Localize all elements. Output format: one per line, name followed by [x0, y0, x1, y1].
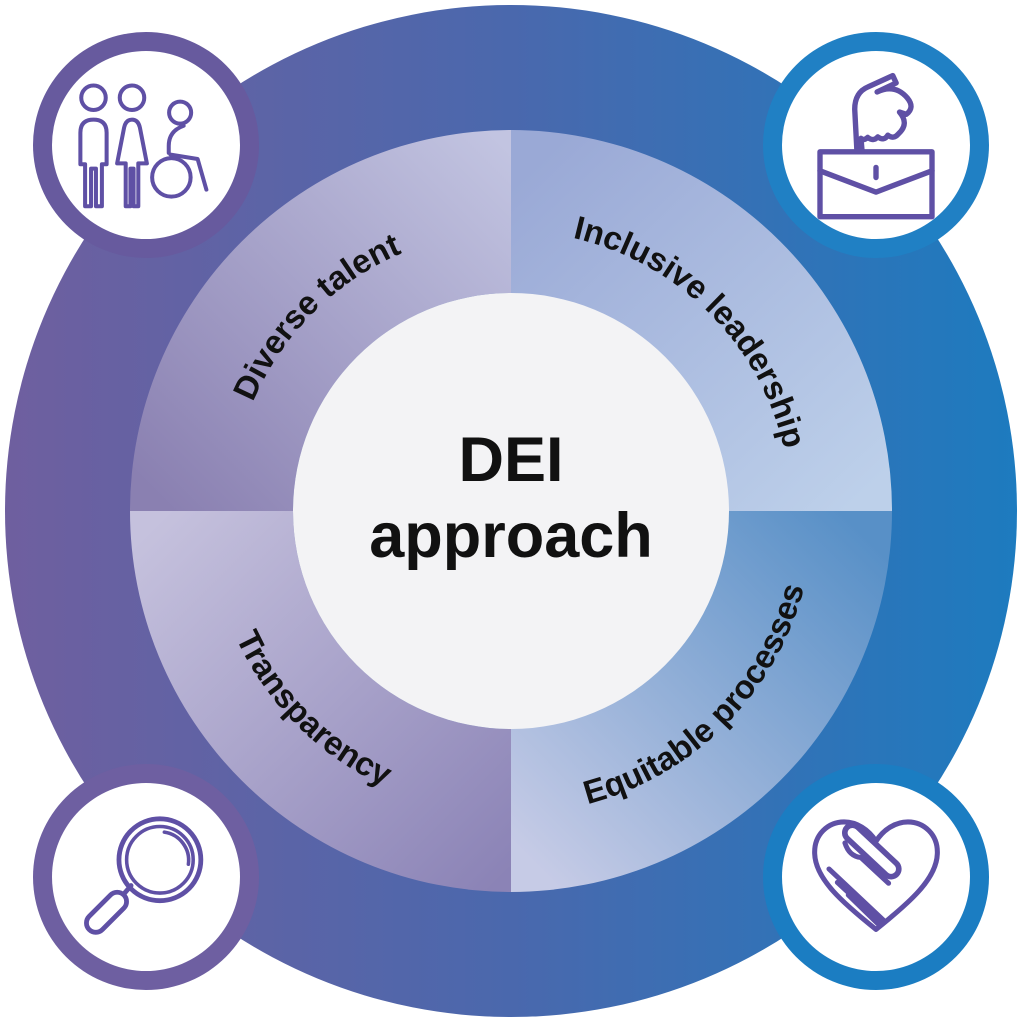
badge-circle-top-left — [52, 51, 240, 239]
segment-diverse-talent — [130, 130, 511, 511]
magnifying-glass-icon — [84, 816, 204, 935]
segment-inclusive-leadership — [511, 130, 892, 511]
segment-equitable-processes — [511, 511, 892, 892]
heart-hand-icon — [812, 819, 940, 932]
title-line-2: approach — [369, 501, 653, 571]
segment-transparency — [130, 511, 511, 892]
diverse-people-icon — [78, 83, 209, 209]
badge-circle-top-right — [782, 51, 970, 239]
badge-circle-bottom-left — [52, 783, 240, 971]
title-line-1: DEI — [458, 425, 563, 495]
badge-circle-bottom-right — [782, 783, 970, 971]
center-circle — [293, 293, 729, 729]
hand-briefcase-icon — [817, 72, 935, 220]
